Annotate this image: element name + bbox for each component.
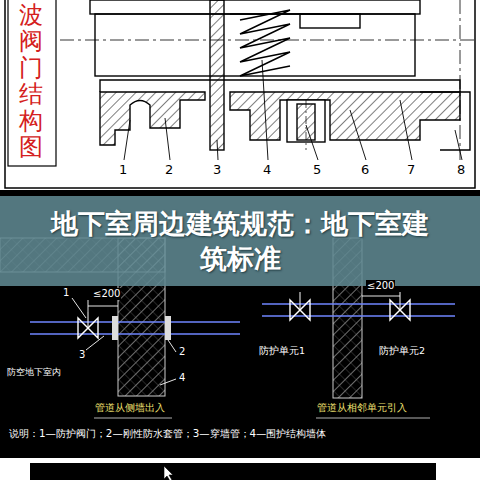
- callout-number: 1: [118, 163, 128, 178]
- callout-number: 4: [262, 163, 272, 178]
- area-label: 防护单元2: [378, 346, 426, 357]
- drawing-ground: [0, 0, 480, 192]
- dimension-label: ≤200: [366, 280, 395, 292]
- panel-ground: [0, 190, 480, 458]
- cursor-icon: [164, 466, 173, 480]
- callout-number: 3: [212, 163, 222, 178]
- drawing-frame: [5, 0, 475, 188]
- title-frame: [8, 0, 56, 166]
- dimension-label: ≤200: [92, 288, 121, 300]
- callout-number: 8: [456, 163, 466, 178]
- banner-title: 地下室周边建筑规范：地下室建筑标准: [40, 206, 440, 276]
- note-text: 说明：1—防护阀门；2—刚性防水套管；3—穿墙管；4—围护结构墙体: [8, 428, 327, 440]
- valve-section: [60, 0, 478, 160]
- title-band: 地下室周边建筑规范：地下室建筑标准: [0, 196, 480, 286]
- callout-number: 4: [178, 372, 186, 384]
- diagram-caption: 管道从相邻单元引入: [316, 402, 408, 414]
- callout-number: 5: [312, 163, 322, 178]
- callout-number: 3: [78, 349, 86, 361]
- bottom-bar: [30, 463, 436, 480]
- area-label: 防空地下室内: [6, 367, 62, 377]
- leader-lines: [124, 60, 462, 160]
- drawing-title: 波阀门结构图: [18, 2, 44, 160]
- callout-number: 6: [360, 163, 370, 178]
- callout-number: 2: [164, 163, 174, 178]
- diagram-caption: 管道从侧墙出入: [94, 402, 166, 414]
- callout-number: 1: [62, 287, 70, 299]
- callout-number: 2: [178, 346, 186, 358]
- area-label: 防护单元1: [258, 346, 306, 357]
- callout-number: 7: [406, 163, 416, 178]
